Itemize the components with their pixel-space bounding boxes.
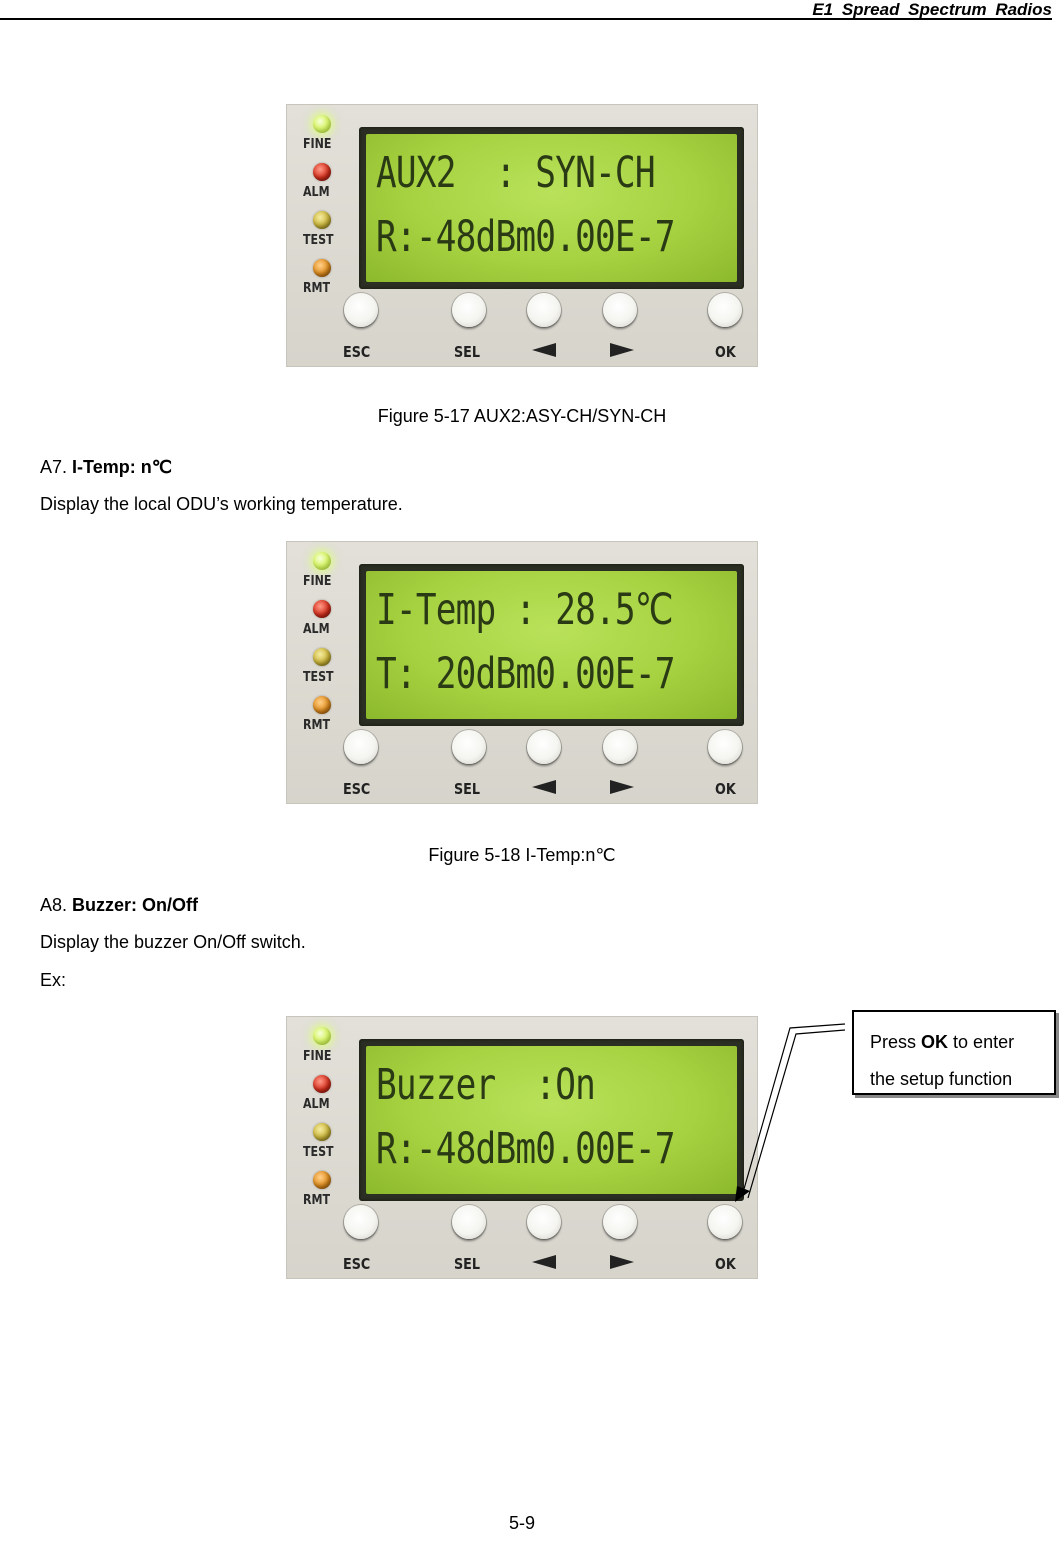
led-column: FINE ALM TEST RMT	[301, 113, 349, 305]
section-a7-description: Display the local ODU’s working temperat…	[40, 494, 403, 514]
right-button[interactable]	[603, 730, 637, 764]
lcd-display: Buzzer :On R:-48dBm0.00E-7	[359, 1039, 744, 1201]
right-button[interactable]	[603, 293, 637, 327]
esc-label: ESC	[343, 343, 371, 361]
ok-button[interactable]	[708, 730, 742, 764]
left-button[interactable]	[527, 1205, 561, 1239]
led-column: FINE ALM TEST RMT	[301, 1025, 349, 1217]
sel-button[interactable]	[452, 730, 486, 764]
rmt-led-icon	[313, 696, 331, 714]
callout-box: Press OK to enter the setup function	[852, 1010, 1056, 1095]
ok-button[interactable]	[708, 293, 742, 327]
esc-label: ESC	[343, 1255, 371, 1273]
fine-led-icon	[313, 1027, 331, 1045]
ok-label: OK	[715, 780, 736, 798]
sel-label: SEL	[454, 780, 481, 798]
left-arrow-icon	[532, 780, 556, 794]
left-button[interactable]	[527, 730, 561, 764]
led-label-test: TEST	[303, 1145, 334, 1160]
led-label-test: TEST	[303, 233, 334, 248]
led-label-rmt: RMT	[303, 281, 331, 296]
led-label-alm: ALM	[303, 185, 330, 200]
lcd-line-1: AUX2 : SYN-CH	[376, 148, 656, 198]
left-arrow-icon	[532, 343, 556, 357]
lcd-line-2: R:-48dBm0.00E-7	[376, 1124, 675, 1174]
rmt-led-icon	[313, 259, 331, 277]
right-button[interactable]	[603, 1205, 637, 1239]
led-label-fine: FINE	[303, 1049, 332, 1064]
figure-caption-5-17: Figure 5-17 AUX2:ASY-CH/SYN-CH	[377, 406, 667, 426]
sel-label: SEL	[454, 343, 481, 361]
test-led-icon	[313, 211, 331, 229]
lcd-line-1: I-Temp : 28.5℃	[376, 585, 673, 635]
section-a7-heading: A7. I-Temp: n℃	[40, 456, 172, 478]
lcd-display: AUX2 : SYN-CH R:-48dBm0.00E-7	[359, 127, 744, 289]
sel-button[interactable]	[452, 293, 486, 327]
ok-label: OK	[715, 1255, 736, 1273]
section-a8-example: Ex:	[40, 970, 67, 990]
left-arrow-icon	[532, 1255, 556, 1269]
led-label-fine: FINE	[303, 574, 332, 589]
esc-label: ESC	[343, 780, 371, 798]
fine-led-icon	[313, 115, 331, 133]
esc-button[interactable]	[344, 730, 378, 764]
ok-button[interactable]	[708, 1205, 742, 1239]
sel-label: SEL	[454, 1255, 481, 1273]
device-panel-buzzer: FINE ALM TEST RMT Buzzer :On R:-48dBm0.0…	[286, 1016, 758, 1279]
esc-button[interactable]	[344, 293, 378, 327]
lcd-line-2: T: 20dBm0.00E-7	[376, 649, 675, 699]
led-label-fine: FINE	[303, 137, 332, 152]
section-a8-prefix: A8.	[40, 895, 68, 915]
right-arrow-icon	[610, 780, 634, 794]
left-button[interactable]	[527, 293, 561, 327]
section-a8-description: Display the buzzer On/Off switch.	[40, 932, 306, 952]
led-label-rmt: RMT	[303, 718, 331, 733]
led-column: FINE ALM TEST RMT	[301, 550, 349, 742]
led-label-alm: ALM	[303, 622, 330, 637]
lcd-display: I-Temp : 28.5℃ T: 20dBm0.00E-7	[359, 564, 744, 726]
test-led-icon	[313, 648, 331, 666]
led-label-rmt: RMT	[303, 1193, 331, 1208]
section-a8-heading: A8. Buzzer: On/Off	[40, 894, 198, 916]
alm-led-icon	[313, 163, 331, 181]
lcd-line-1: Buzzer :On	[376, 1060, 596, 1110]
right-arrow-icon	[610, 1255, 634, 1269]
fine-led-icon	[313, 552, 331, 570]
callout-rest: to enter	[953, 1032, 1015, 1052]
figure-caption-5-18: Figure 5-18 I-Temp:n℃	[428, 845, 616, 865]
rmt-led-icon	[313, 1171, 331, 1189]
led-label-alm: ALM	[303, 1097, 330, 1112]
esc-button[interactable]	[344, 1205, 378, 1239]
header-rule	[0, 18, 1052, 20]
section-a8-title: Buzzer: On/Off	[72, 895, 199, 915]
callout-press: Press	[870, 1032, 917, 1052]
alm-led-icon	[313, 1075, 331, 1093]
page-number: 5-9	[508, 1513, 535, 1533]
alm-led-icon	[313, 600, 331, 618]
section-a7-title: I-Temp: n℃	[72, 457, 172, 477]
lcd-line-2: R:-48dBm0.00E-7	[376, 212, 675, 262]
led-label-test: TEST	[303, 670, 334, 685]
ok-label: OK	[715, 343, 736, 361]
callout-line-2: the setup function	[870, 1069, 1013, 1089]
test-led-icon	[313, 1123, 331, 1141]
right-arrow-icon	[610, 343, 634, 357]
header-title: E1 Spread Spectrum Radios	[812, 0, 1052, 19]
callout-key: OK	[921, 1032, 949, 1052]
device-panel-itemp: FINE ALM TEST RMT I-Temp : 28.5℃ T: 20dB…	[286, 541, 758, 804]
callout-line-1: Press OK to enter	[870, 1024, 1014, 1061]
section-a7-prefix: A7.	[40, 457, 68, 477]
device-panel-aux2: FINE ALM TEST RMT AUX2 : SYN-CH R:-48dBm…	[286, 104, 758, 367]
sel-button[interactable]	[452, 1205, 486, 1239]
